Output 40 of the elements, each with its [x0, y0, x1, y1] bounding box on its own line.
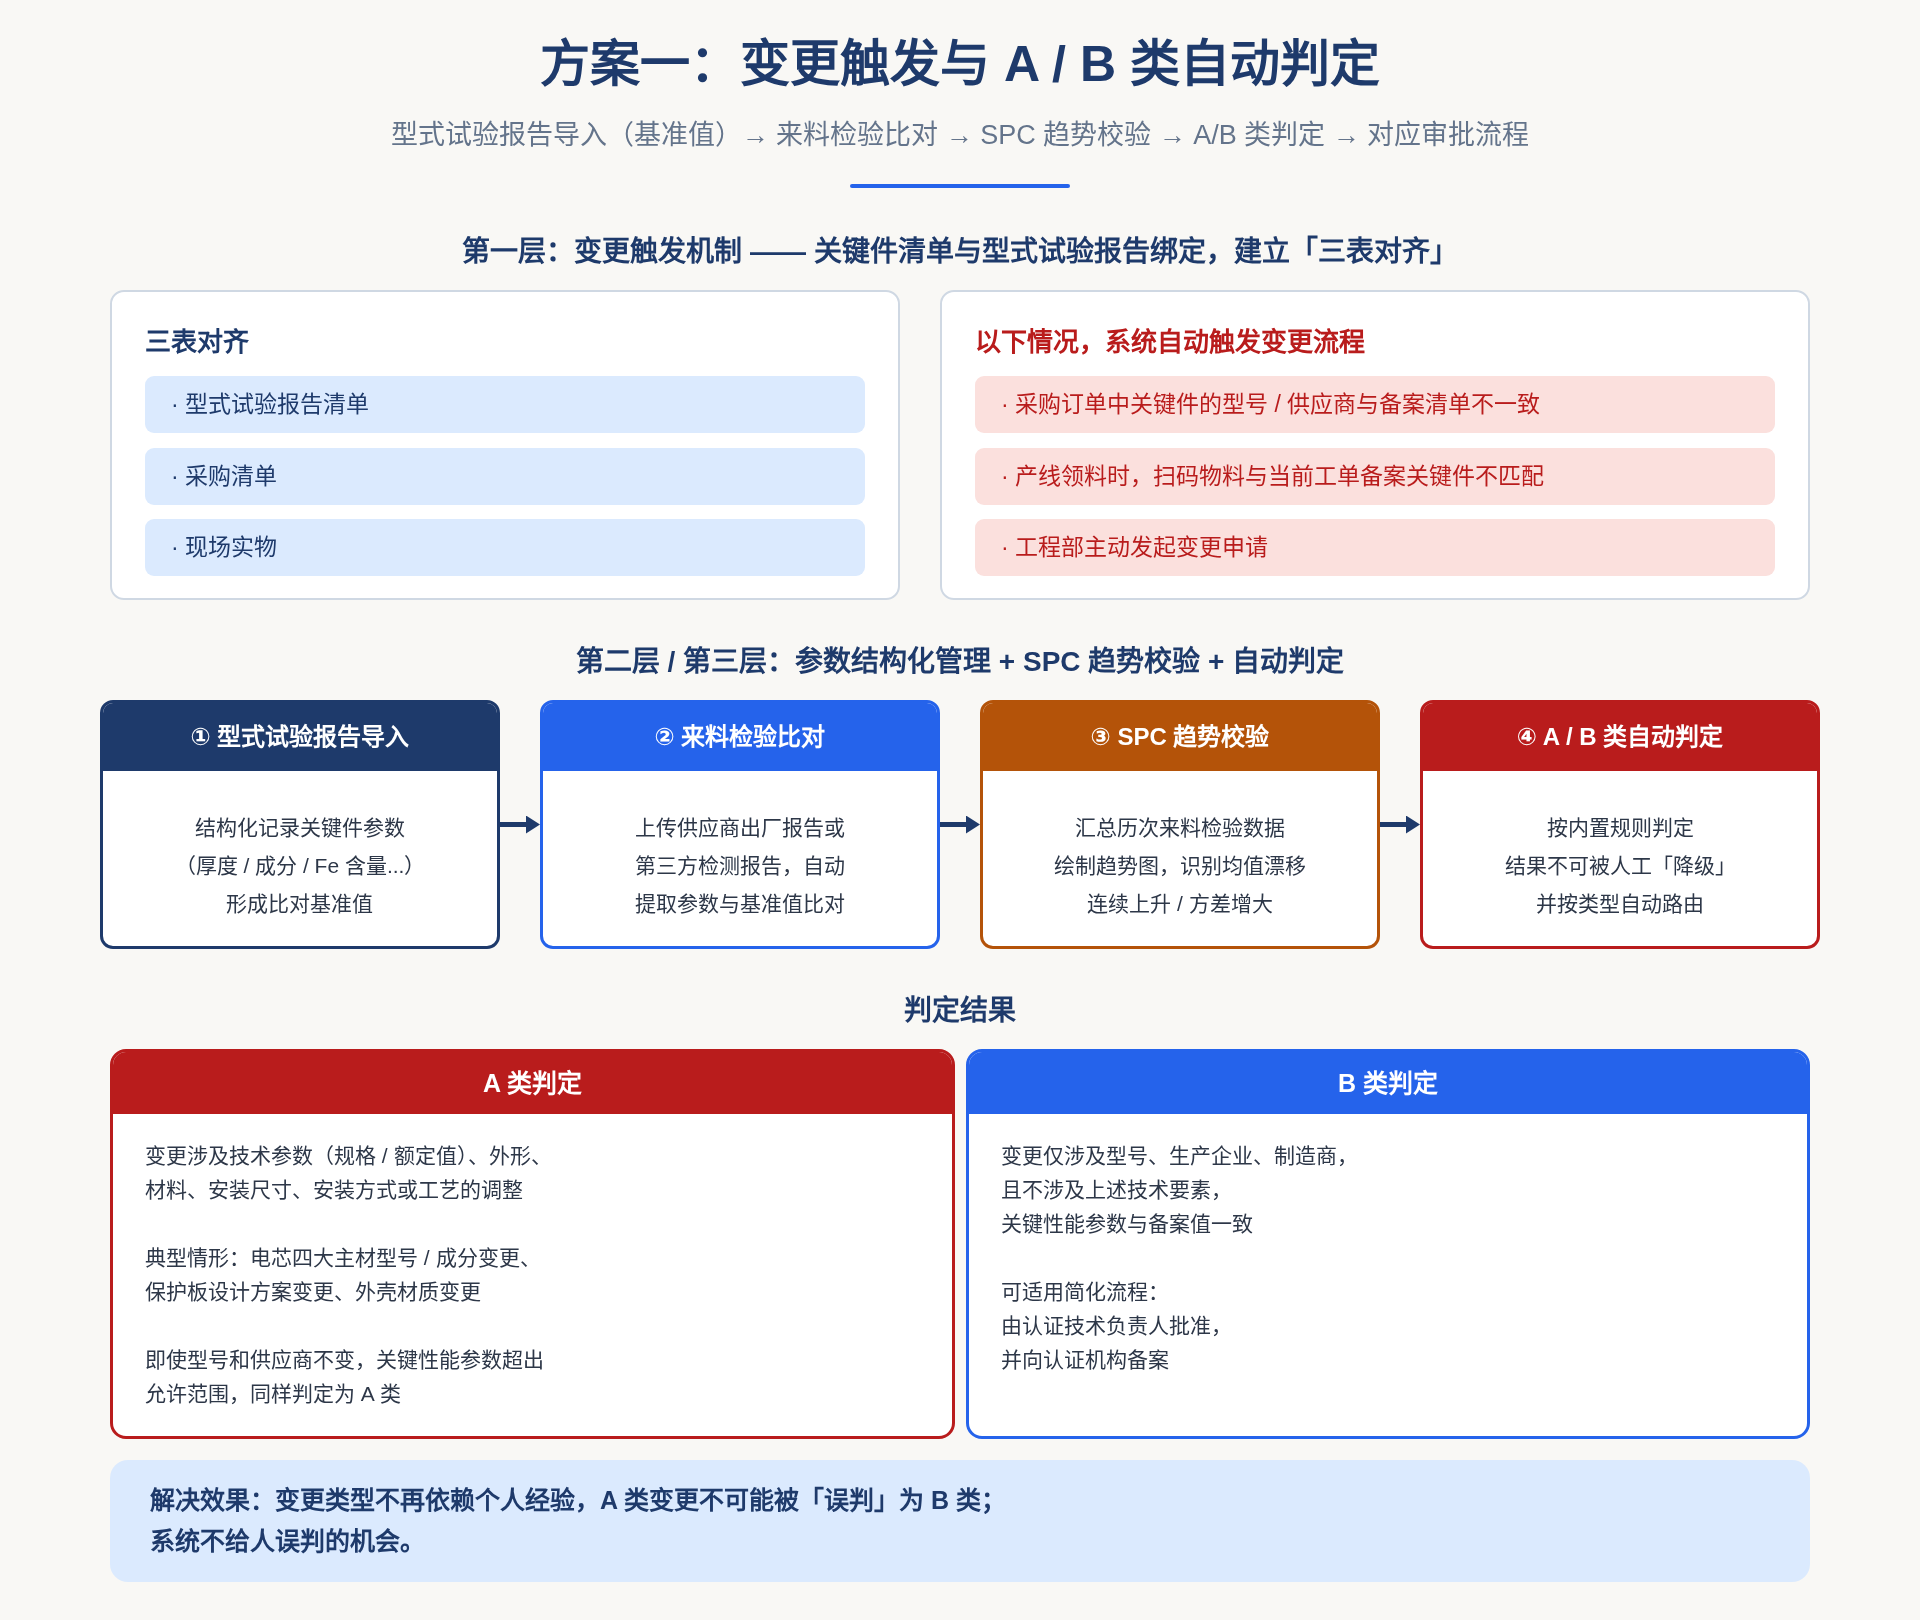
step-card — [540, 700, 940, 949]
card-header: ② 来料检验比对 — [543, 703, 937, 771]
card-header: ① 型式试验报告导入 — [103, 703, 497, 771]
section-heading: 第二层 / 第三层：参数结构化管理 + SPC 趋势校验 + 自动判定 — [575, 645, 1345, 679]
step-card — [1420, 700, 1820, 949]
panel — [110, 290, 900, 600]
card-header: ④ A / B 类自动判定 — [1423, 703, 1817, 771]
subtitle: 型式试验报告导入（基准值）→ 来料检验比对 → SPC 趋势校验 → A/B 类判定 → 对应审批流程 — [390, 119, 1530, 152]
arrow — [1380, 815, 1420, 834]
step-description: 结构化记录关键件参数（厚度 / 成分 / Fe 含量...）形成比对基准值 — [174, 815, 426, 917]
section-heading: 第一层：变更触发机制 —— 关键件清单与型式试验报告绑定，建立「三表对齐」 — [462, 235, 1458, 269]
body-text: 变更涉及技术参数（规格 / 额定值）、外形、材料、安装尺寸、安装方式或工艺的调整 — [145, 1143, 552, 1203]
result-card — [110, 1049, 955, 1439]
panel — [940, 290, 1810, 600]
step-description: 上传供应商出厂报告或第三方检测报告，自动提取参数与基准值比对 — [635, 815, 845, 917]
title: 方案一：变更触发与 A / B 类自动判定 — [540, 35, 1380, 94]
result-card — [966, 1049, 1810, 1439]
card-header: B 类判定 — [969, 1052, 1807, 1114]
list-item: · 现场实物 — [145, 519, 865, 576]
step-description: 汇总历次来料检验数据绘制趋势图，识别均值漂移连续上升 / 方差增大 — [1054, 815, 1306, 917]
step-card — [100, 700, 500, 949]
summary-box: 解决效果：变更类型不再依赖个人经验，A 类变更不可能被「误判」为 B 类；系统不给人误判的机会。 — [110, 1460, 1810, 1582]
body-text: 即使型号和供应商不变，关键性能参数超出允许范围，同样判定为 A 类 — [145, 1347, 544, 1407]
list-item: · 采购订单中关键件的型号 / 供应商与备案清单不一致 — [975, 376, 1775, 433]
panel-heading: 三表对齐 — [145, 326, 249, 359]
section-heading: 判定结果 — [904, 994, 1016, 1028]
card-header: ③ SPC 趋势校验 — [983, 703, 1377, 771]
panel-heading: 以下情况，系统自动触发变更流程 — [975, 326, 1365, 359]
card-header: A 类判定 — [113, 1052, 952, 1114]
arrow — [940, 815, 980, 834]
body-text: 可适用简化流程：由认证技术负责人批准，并向认证机构备案 — [1001, 1279, 1232, 1373]
step-description: 按内置规则判定结果不可被人工「降级」并按类型自动路由 — [1504, 815, 1736, 917]
step-card — [980, 700, 1380, 949]
list-item: · 采购清单 — [145, 448, 865, 505]
list-item: · 型式试验报告清单 — [145, 376, 865, 433]
list-item: · 产线领料时，扫码物料与当前工单备案关键件不匹配 — [975, 448, 1775, 505]
list-item: · 工程部主动发起变更申请 — [975, 519, 1775, 576]
body-text: 变更仅涉及型号、生产企业、制造商，且不涉及上述技术要素，关键性能参数与备案值一致 — [1001, 1143, 1358, 1237]
body-text: 典型情形：电芯四大主材型号 / 成分变更、保护板设计方案变更、外壳材质变更 — [145, 1245, 541, 1305]
arrow — [500, 815, 540, 834]
